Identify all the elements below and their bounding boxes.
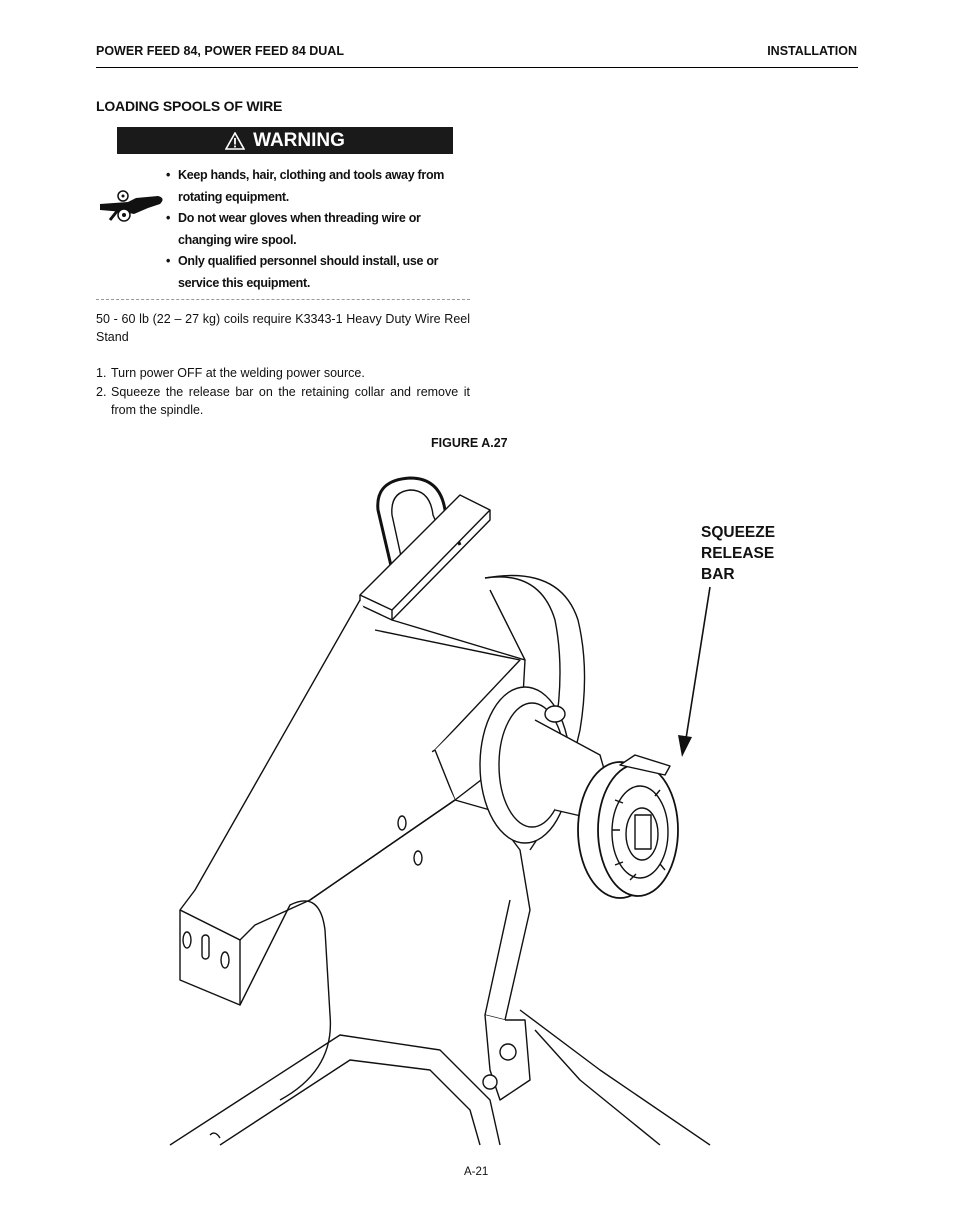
squeeze-release-bar-callout: SQUEEZE RELEASE BAR [701, 524, 776, 583]
header-rule [96, 67, 858, 68]
warning-banner: WARNING [117, 127, 453, 154]
section-title: LOADING SPOOLS OF WIRE [96, 98, 283, 114]
figure-title: FIGURE A.27 [431, 436, 508, 450]
procedure-step: 1.Turn power OFF at the welding power so… [96, 366, 365, 380]
hand-entanglement-icon [100, 190, 163, 222]
warning-item: •Only qualified personnel should install… [166, 254, 439, 290]
warning-item: •Keep hands, hair, clothing and tools aw… [166, 168, 445, 204]
header-section: INSTALLATION [767, 44, 857, 58]
divider [96, 299, 470, 300]
warning-item: •Do not wear gloves when threading wire … [166, 211, 421, 247]
callout-arrow [678, 586, 711, 757]
wire-reel-stand-drawing [169, 476, 711, 1146]
procedure-step: 2.Squeeze the release bar on the retaini… [96, 384, 470, 418]
procedure-steps: 1.Turn power OFF at the welding power so… [96, 364, 470, 420]
coil-note: 50 - 60 lb (22 – 27 kg) coils require K3… [96, 312, 470, 344]
warning-label: WARNING [253, 129, 345, 151]
page-number: A-21 [464, 1166, 489, 1178]
warning-list: •Keep hands, hair, clothing and tools aw… [166, 165, 476, 294]
warning-triangle-icon [225, 131, 246, 150]
header-title: POWER FEED 84, POWER FEED 84 DUAL [96, 44, 344, 58]
